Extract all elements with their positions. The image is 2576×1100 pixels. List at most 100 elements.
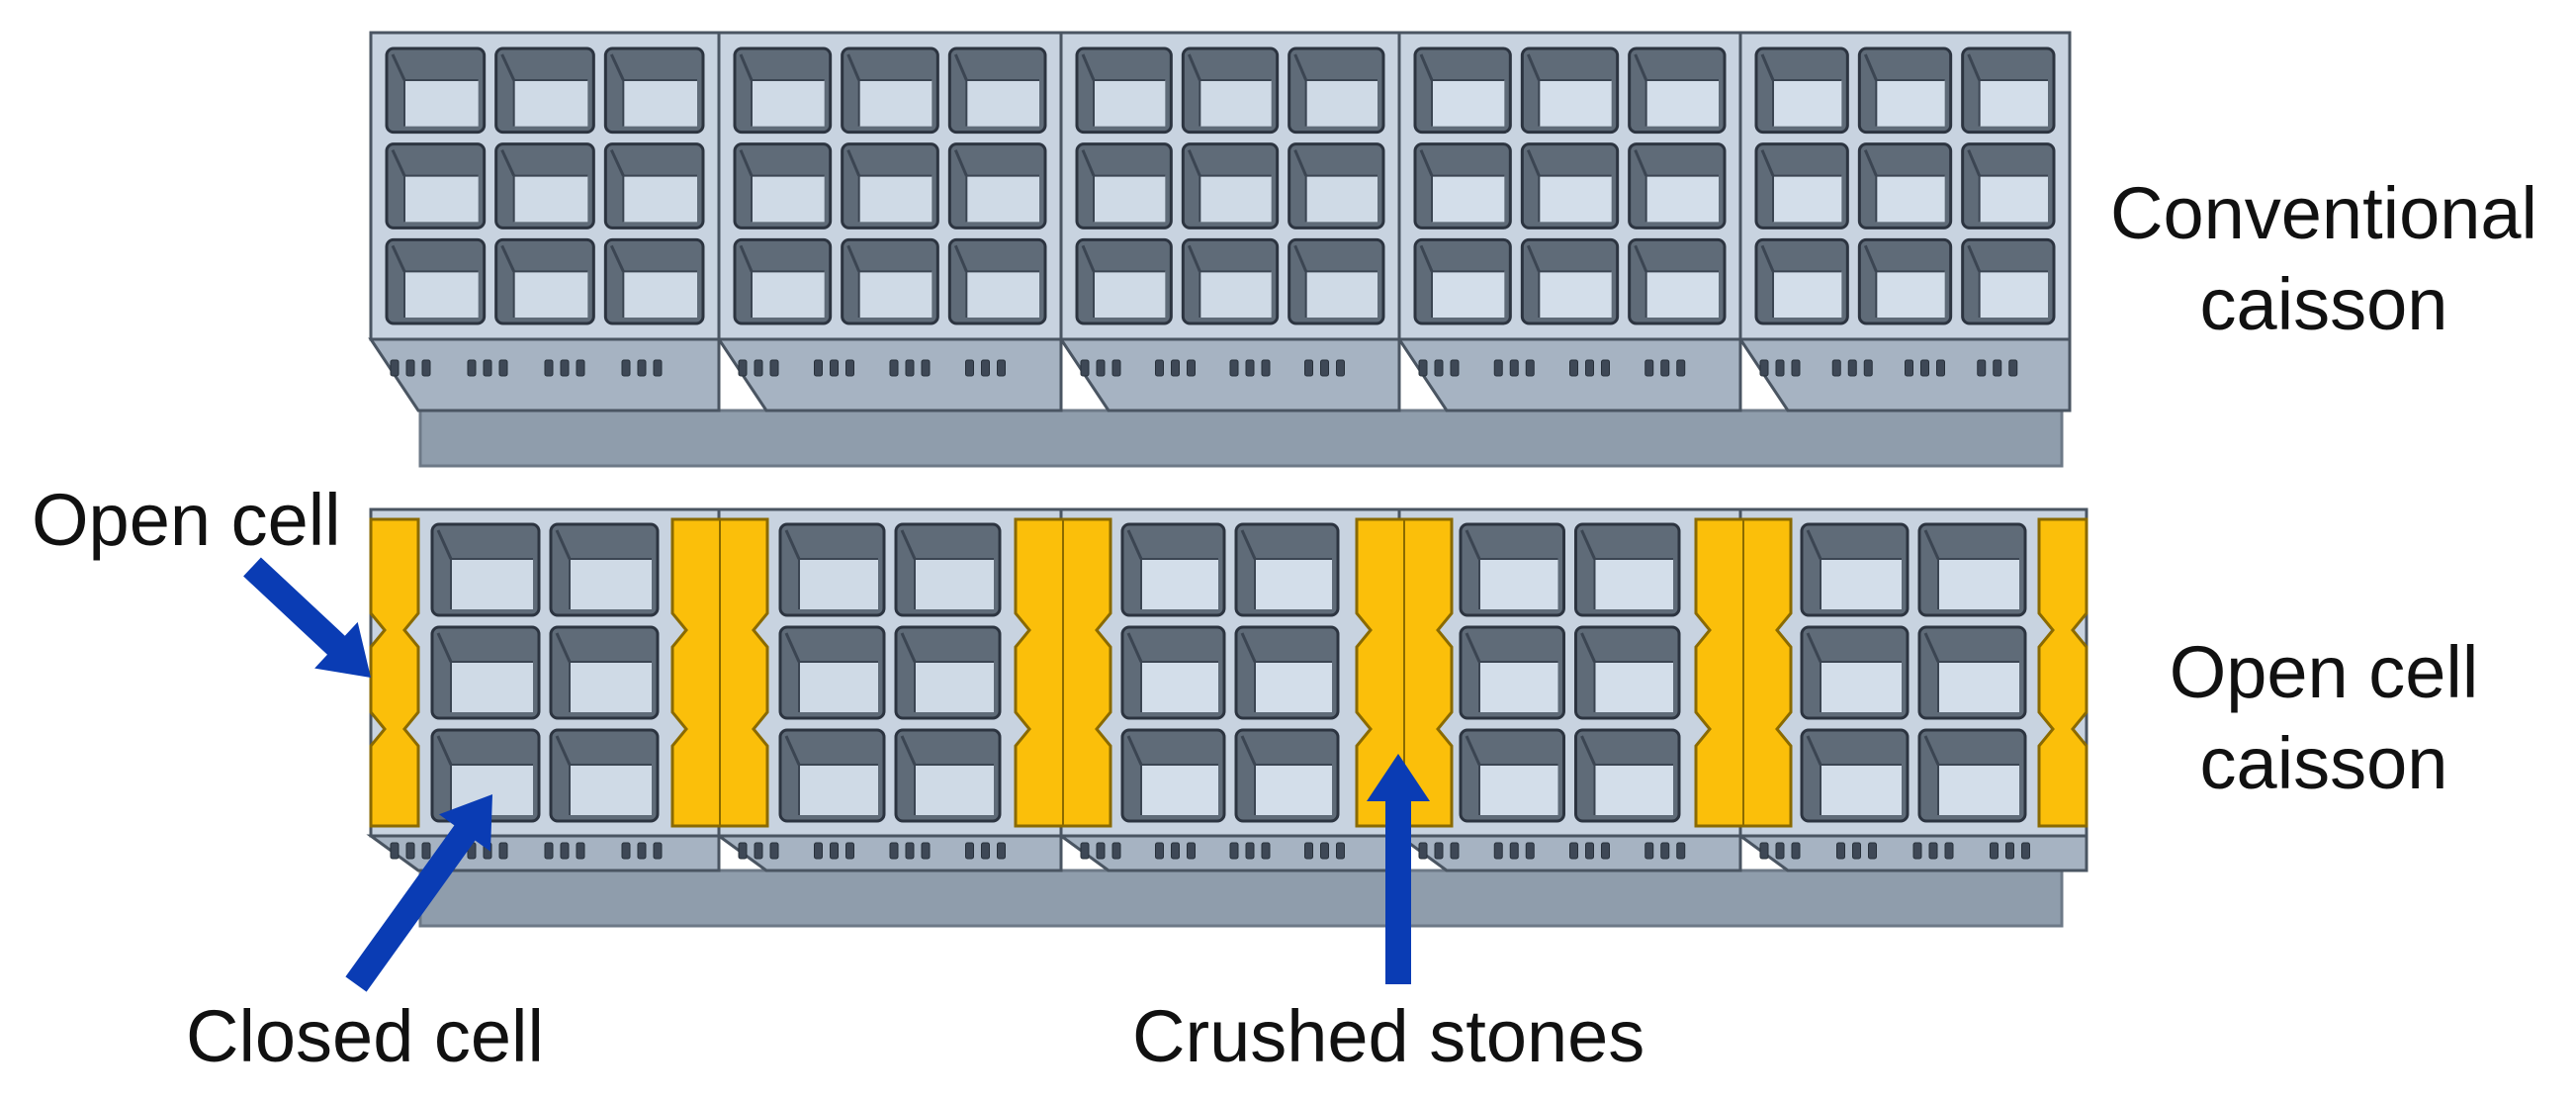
cell	[1628, 237, 1727, 325]
cell-floor	[1979, 80, 2048, 127]
slot	[1759, 359, 1769, 377]
slot	[965, 359, 974, 377]
cell-edge	[900, 529, 917, 560]
cell	[1574, 522, 1681, 617]
slot	[1836, 842, 1845, 860]
cell-edge	[500, 53, 516, 81]
open-cell-arrow	[243, 557, 371, 678]
cell	[841, 142, 939, 229]
cell-floor	[799, 559, 878, 609]
cell	[778, 728, 886, 823]
caisson-top-face	[717, 507, 1063, 838]
slot	[1450, 359, 1460, 377]
crushed-stone-fill	[369, 517, 420, 828]
slot	[1912, 842, 1922, 860]
cell-floor	[1821, 765, 1902, 815]
cell-edge	[609, 244, 625, 272]
cell-floor	[623, 80, 697, 127]
cell	[603, 46, 705, 135]
drain-slots	[390, 359, 663, 377]
slot	[981, 842, 990, 860]
slot	[1936, 359, 1945, 377]
cell	[1120, 728, 1226, 823]
cell-edge	[1081, 244, 1096, 272]
cell	[1075, 142, 1173, 229]
slot	[814, 842, 823, 860]
slot	[1569, 359, 1578, 377]
cell-edge	[1240, 735, 1257, 766]
cell	[1800, 728, 1910, 823]
cell-edge	[1081, 149, 1096, 177]
slot	[637, 842, 647, 860]
drain-slots	[1418, 359, 1686, 377]
cell-floor	[1773, 271, 1842, 318]
slot	[754, 359, 763, 377]
cell-edge	[1760, 149, 1775, 177]
cell-floor	[1773, 80, 1842, 127]
cell-edge	[1293, 244, 1308, 272]
slot	[653, 359, 663, 377]
conventional-caisson-block	[1058, 31, 1401, 412]
slot	[997, 842, 1006, 860]
cell-floor	[1645, 271, 1719, 318]
slot	[1418, 359, 1428, 377]
slot	[653, 842, 663, 860]
cell	[549, 625, 660, 720]
cell-floor	[623, 271, 697, 318]
slot	[1155, 359, 1164, 377]
cell-edge	[1760, 53, 1775, 81]
cell-edge	[1863, 53, 1878, 81]
slot	[845, 842, 854, 860]
cell-floor	[513, 271, 588, 318]
cell-floor	[1432, 175, 1505, 223]
cell-floor	[1979, 271, 2048, 318]
cell-edge	[900, 632, 917, 663]
drain-slots	[1759, 359, 2018, 377]
slot	[1601, 842, 1610, 860]
cell-edge	[436, 632, 453, 663]
slot	[738, 842, 748, 860]
cell-floor	[623, 175, 697, 223]
open-cell-caisson-block	[1056, 507, 1401, 872]
cell-floor	[404, 80, 479, 127]
cell	[1234, 625, 1340, 720]
cell-edge	[784, 735, 801, 766]
cell-edge	[1419, 149, 1434, 177]
slot	[1644, 842, 1654, 860]
cell-floor	[752, 80, 825, 127]
cell-edge	[1465, 632, 1481, 663]
cell-edge	[1187, 244, 1201, 272]
cell-edge	[1465, 735, 1481, 766]
cell-edge	[953, 149, 968, 177]
cell-floor	[858, 80, 933, 127]
cell	[733, 46, 833, 135]
slot	[1644, 359, 1654, 377]
cell	[894, 625, 1002, 720]
slot	[1229, 359, 1239, 377]
cell-floor	[1645, 80, 1719, 127]
cell-edge	[1634, 244, 1648, 272]
slot	[1977, 359, 1987, 377]
label-conventional-caisson: Conventional caisson	[2087, 168, 2561, 350]
slot	[997, 359, 1006, 377]
cell	[603, 142, 705, 229]
cell-edge	[1240, 529, 1257, 560]
slot	[576, 359, 585, 377]
closed-cell-arrow	[345, 794, 492, 992]
cell-floor	[1539, 175, 1612, 223]
crushed-stones-arrow	[1367, 754, 1430, 984]
cell-edge	[1967, 244, 1982, 272]
cell-edge	[555, 529, 572, 560]
open-cell-base-footing	[418, 869, 2064, 928]
cell	[1917, 522, 2027, 617]
slot	[421, 842, 431, 860]
slot	[621, 842, 631, 860]
slot	[1775, 359, 1785, 377]
slot	[1990, 842, 1999, 860]
cell-floor	[1594, 662, 1673, 712]
cell	[1288, 142, 1385, 229]
cell	[1754, 46, 1849, 135]
cell-floor	[1876, 271, 1945, 318]
cell-edge	[1419, 244, 1434, 272]
cell-edge	[784, 529, 801, 560]
